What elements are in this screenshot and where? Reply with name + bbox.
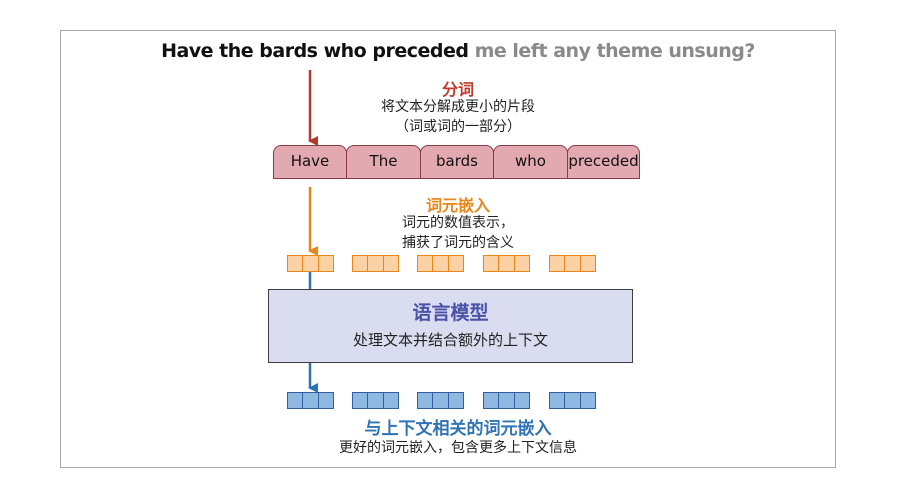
language-model-box: 语言模型 处理文本并结合额外的上下文 <box>268 289 633 363</box>
token-box: bards <box>420 145 494 179</box>
contextual-embedding-vector <box>287 392 334 409</box>
language-model-subtitle: 处理文本并结合额外的上下文 <box>352 331 548 349</box>
token-embedding-vector <box>287 255 334 272</box>
contextual-embedding-vector <box>483 392 530 409</box>
token-box: preceded <box>567 145 640 179</box>
token-embedding-vector <box>549 255 596 272</box>
token-embedding-vector <box>417 255 464 272</box>
token-embedding-heading: 词元嵌入 <box>425 196 490 215</box>
sentence-remaining-part: me left any theme unsung? <box>468 40 756 62</box>
contextual-embedding-vector <box>549 392 596 409</box>
token-embedding-desc-1: 词元的数值表示， <box>402 215 514 231</box>
language-model-title: 语言模型 <box>412 302 489 324</box>
tokenization-heading: 分词 <box>441 80 474 99</box>
tokenization-desc-2: （词或词的一部分） <box>395 119 521 135</box>
sentence-tokenized-part: Have the bards who preceded <box>161 40 469 62</box>
contextual-embedding-heading: 与上下文相关的词元嵌入 <box>364 419 552 439</box>
token-embedding-vector <box>483 255 530 272</box>
token-embedding-vector <box>352 255 399 272</box>
contextual-embedding-vector <box>352 392 399 409</box>
token-box: Have <box>273 145 347 179</box>
tokenization-desc-1: 将文本分解成更小的片段 <box>381 99 535 115</box>
token-box: who <box>493 145 568 179</box>
contextual-embedding-desc: 更好的词元嵌入，包含更多上下文信息 <box>339 440 577 456</box>
contextual-embedding-vector <box>417 392 464 409</box>
token-embedding-desc-2: 捕获了词元的含义 <box>402 235 514 251</box>
input-sentence: Have the bards who preceded me left any … <box>0 40 916 62</box>
token-box: The <box>346 145 421 179</box>
